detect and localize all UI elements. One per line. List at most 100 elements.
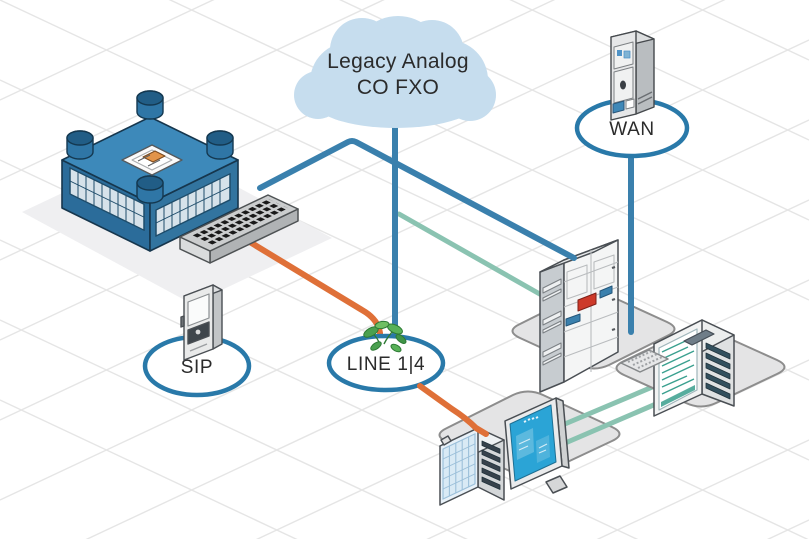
panel-door: [566, 264, 588, 300]
vent-slot: [542, 310, 562, 326]
tower-led-icon: [623, 50, 631, 59]
cloud-shape: [294, 16, 496, 128]
tower-power-button: [620, 80, 626, 90]
numpad-body: [620, 349, 669, 373]
patch-panel-device: [179, 194, 299, 264]
wan-server-device: [610, 30, 655, 121]
phone-screen: [187, 293, 210, 327]
text-line: [661, 336, 695, 395]
tower-led-icon: [617, 50, 622, 56]
trunk-line-panel-to-cabinet: [257, 138, 577, 261]
wan-node-label: WAN: [609, 119, 654, 140]
port-row: [207, 206, 289, 245]
vent-slat: [481, 449, 501, 463]
tower-blue-slot: [612, 100, 625, 114]
terminal-screen-text-lines: [661, 336, 695, 395]
plate-stripes: [137, 154, 161, 167]
pbx-top-label-plate: [121, 144, 183, 176]
numpad-keys: [627, 350, 663, 369]
panel-ports: [192, 199, 289, 245]
cloud-label: Legacy Analog CO FXO: [327, 50, 469, 99]
terminal-handle: [683, 329, 715, 346]
post-top: [136, 90, 164, 106]
plant-leaf: [374, 320, 390, 330]
analog-line-to-ata: [417, 383, 489, 437]
vent-slot: [542, 278, 562, 294]
plant-leaf: [370, 341, 382, 351]
monitor-device: [504, 397, 570, 494]
ata-keypad-device: [439, 427, 505, 506]
cloud-lobe: [400, 20, 464, 84]
phone-button: [195, 329, 201, 335]
vent-slat: [481, 467, 501, 481]
port-row: [200, 202, 281, 242]
tower-upper-panel: [613, 41, 634, 70]
vent-slat: [705, 352, 731, 370]
vent-slot: [542, 320, 562, 334]
plate-chip: [142, 150, 166, 163]
sip-node-label: SIP: [181, 357, 213, 378]
cabinet-indicator-dots: [611, 265, 616, 332]
monitor-foot: [545, 475, 568, 494]
screen-text-dashes: [518, 438, 548, 454]
pbx-left-vent-grille: [69, 167, 145, 232]
post-top: [66, 130, 94, 146]
port-row: [192, 199, 274, 238]
cloud-label-line1: Legacy Analog: [327, 50, 469, 73]
vent-slat: [481, 440, 501, 454]
tower-side-face: [635, 30, 655, 115]
phone-side-face: [212, 284, 223, 350]
plant-leaf: [390, 343, 402, 353]
screen-panel: [536, 435, 550, 463]
phone-speaker-slots: [189, 343, 208, 352]
cloud-lobe: [330, 18, 394, 82]
post-top: [206, 130, 234, 146]
cabinet-blue-module: [565, 313, 581, 327]
vent-slat: [705, 342, 731, 360]
pbx-right-vent-grille: [155, 172, 231, 237]
node-rings: SIP LINE 1|4 WAN: [142, 97, 690, 398]
cloud-label-line2: CO FXO: [357, 76, 439, 99]
terminal-device: [653, 319, 735, 417]
ata-keypad-grid: [442, 433, 476, 500]
sip-phone-device: [180, 284, 223, 361]
terminal-screen-footer: [661, 385, 695, 407]
tower-white-slot: [625, 98, 635, 110]
cabinet-red-module: [577, 292, 597, 312]
keypad-area: [442, 433, 476, 500]
pbx-corner-posts: [66, 90, 234, 204]
screen-status-dots: [523, 416, 539, 423]
vent-slot: [542, 342, 562, 358]
vent-grid: [156, 178, 230, 233]
vent-slat: [481, 458, 501, 472]
pbx-gateway-device: [61, 90, 239, 252]
post-top: [136, 175, 164, 191]
plant-icon: [363, 320, 407, 353]
numpad-device: [620, 349, 669, 373]
cabinet-side-vents: [542, 278, 562, 366]
vent-slat: [705, 382, 731, 400]
phone-bracket: [180, 315, 185, 328]
tower-side-grooves: [637, 91, 653, 105]
line-node-label: LINE 1|4: [347, 354, 425, 375]
vent-slat: [481, 476, 501, 490]
cloud-base: [310, 68, 482, 128]
line-node-ring: [326, 333, 446, 393]
screen-panel: [516, 428, 534, 460]
ata-top-tab: [440, 435, 452, 446]
vent-slot: [542, 352, 562, 366]
vent-slat: [705, 372, 731, 390]
vent-grid: [70, 171, 144, 226]
cabinet-blue-module: [599, 285, 613, 299]
vent-slot: [542, 288, 562, 302]
vent-slat: [705, 362, 731, 380]
lan-line-to-cabinet: [396, 211, 548, 300]
keypad-lines: [443, 436, 475, 497]
ata-vents: [481, 440, 501, 490]
analog-line-to-line-node: [189, 204, 383, 343]
main-cabinet-device: [539, 239, 619, 393]
panel-door: [593, 254, 615, 290]
plant-leaf: [395, 334, 407, 344]
